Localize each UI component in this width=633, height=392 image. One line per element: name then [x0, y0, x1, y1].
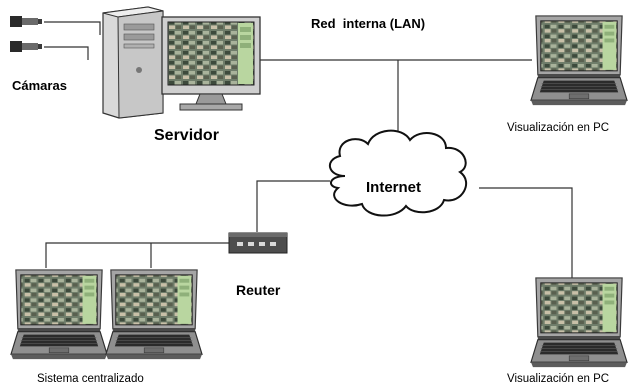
camera-icon	[10, 16, 42, 27]
edge-router-central1	[45, 242, 229, 268]
edge-camera2-server	[44, 46, 89, 60]
viz-pc-bottom-label: Visualización en PC	[507, 373, 610, 385]
connection-lines	[44, 21, 573, 278]
cameras-label: Cámaras	[12, 78, 67, 93]
laptop-icon	[105, 269, 203, 360]
server-monitor-icon	[161, 16, 261, 111]
internet-cloud-icon	[329, 129, 467, 217]
server-tower-icon	[102, 6, 164, 119]
camera-icon	[10, 41, 42, 52]
lan-label: Red interna (LAN)	[311, 16, 426, 31]
server-label: Servidor	[154, 127, 219, 144]
central-system-label: Sistema centralizado	[37, 373, 144, 385]
edge-internet-laptop	[479, 187, 573, 278]
edge-camera1-server	[44, 21, 101, 35]
internet-label: Internet	[366, 179, 422, 196]
laptop-icon	[530, 277, 628, 368]
laptop-icon	[10, 269, 108, 360]
viz-pc-top-label: Visualización en PC	[507, 122, 610, 134]
router-label: Reuter	[236, 282, 281, 298]
laptop-icon	[530, 15, 628, 106]
edge-internet-router	[256, 180, 330, 232]
router-icon	[228, 232, 288, 254]
